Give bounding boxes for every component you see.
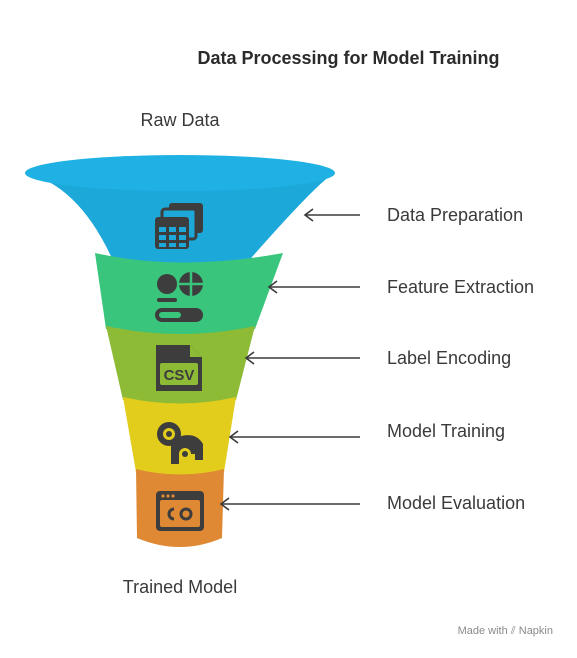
footer-brand: Napkin (518, 625, 553, 637)
funnel-output-label: Trained Model (122, 577, 238, 597)
browser-code-icon (156, 491, 204, 531)
footer-made-with: Made with (457, 625, 508, 637)
arrow-data-preparation (303, 208, 360, 222)
arrow-label-encoding (244, 351, 360, 365)
stage-label-model-evaluation: Model Evaluation (387, 493, 526, 513)
stage-label-feature-extraction: Feature Extraction (387, 277, 535, 297)
table-stack-icon (155, 203, 203, 249)
feature-extraction-icon (155, 272, 203, 322)
footer-watermark: Made with ⫽ Napkin (458, 625, 553, 638)
arrow-feature-extraction (267, 280, 360, 294)
stage-label-data-preparation: Data Preparation (387, 205, 524, 225)
diagram-title: Data Processing for Model Training (197, 48, 500, 68)
ram-icon (157, 422, 203, 464)
stage-label-label-encoding: Label Encoding (387, 348, 512, 368)
stage-label-model-training: Model Training (387, 421, 506, 441)
csv-file-icon: CSV (156, 345, 202, 391)
arrow-model-evaluation (219, 497, 360, 511)
svg-text:CSV: CSV (164, 367, 195, 384)
napkin-logo-icon: ⫽ (510, 625, 516, 637)
funnel-input-label: Raw Data (140, 110, 220, 130)
arrow-model-training (228, 430, 360, 444)
